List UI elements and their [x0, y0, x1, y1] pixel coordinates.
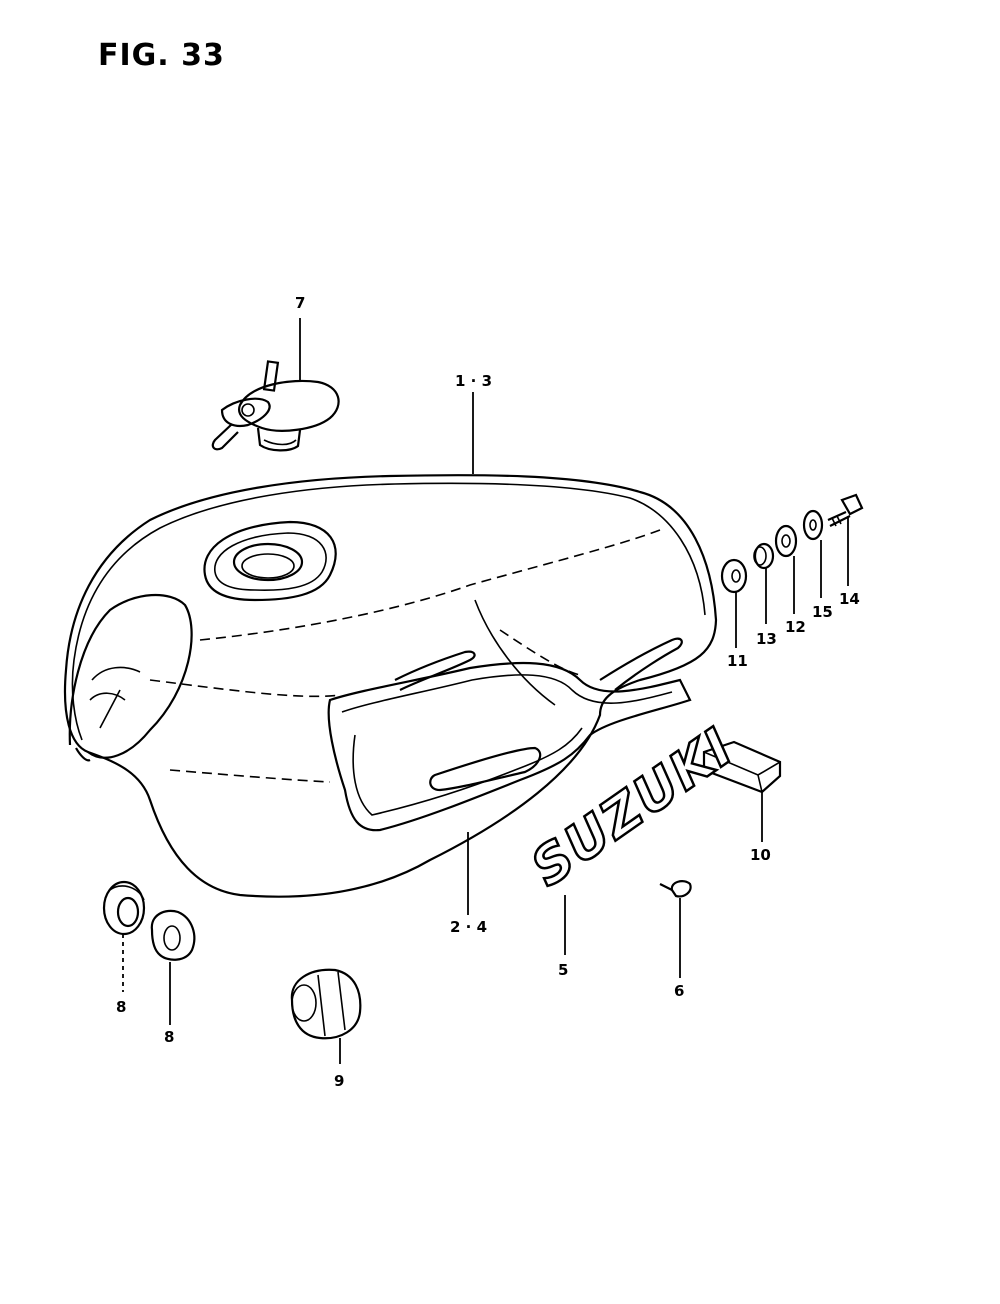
label-5: 5	[558, 961, 568, 979]
part-labels: 7 1 · 3 2 · 4 5 6 10 11 13 12 15 14 8 8 …	[116, 294, 860, 1090]
part-9-rubber-mount	[290, 968, 362, 1040]
fuel-cap-with-key	[211, 360, 340, 452]
part-6-screw	[659, 880, 692, 898]
label-10: 10	[750, 846, 771, 864]
part-11-cushion	[720, 558, 748, 594]
label-2-4: 2 · 4	[450, 918, 487, 936]
label-15: 15	[812, 603, 833, 621]
leader-lines	[122, 318, 849, 1064]
part-13-collar	[753, 542, 775, 570]
part-15-washer	[802, 509, 824, 541]
figure-title: FIG. 33	[98, 38, 225, 73]
label-13: 13	[756, 630, 777, 648]
part-14-bolt	[827, 493, 864, 527]
label-6: 6	[674, 982, 684, 1000]
fuel-tank	[63, 474, 718, 898]
label-12: 12	[785, 618, 806, 636]
label-7: 7	[295, 294, 305, 312]
part-12-washer	[774, 524, 798, 558]
part-10-pad	[702, 740, 782, 794]
emblem-text: SUZUKI	[521, 717, 745, 899]
label-14: 14	[839, 590, 860, 608]
label-1-3: 1 · 3	[455, 372, 492, 390]
label-11: 11	[727, 652, 748, 670]
label-8-a: 8	[116, 998, 126, 1016]
mounting-hardware	[720, 493, 864, 594]
part-5-emblem: SUZUKI	[520, 716, 746, 900]
label-8-b: 8	[164, 1028, 174, 1046]
part-8-grommet-b	[150, 909, 196, 961]
label-9: 9	[334, 1072, 344, 1090]
part-8-grommet-a	[102, 880, 146, 936]
